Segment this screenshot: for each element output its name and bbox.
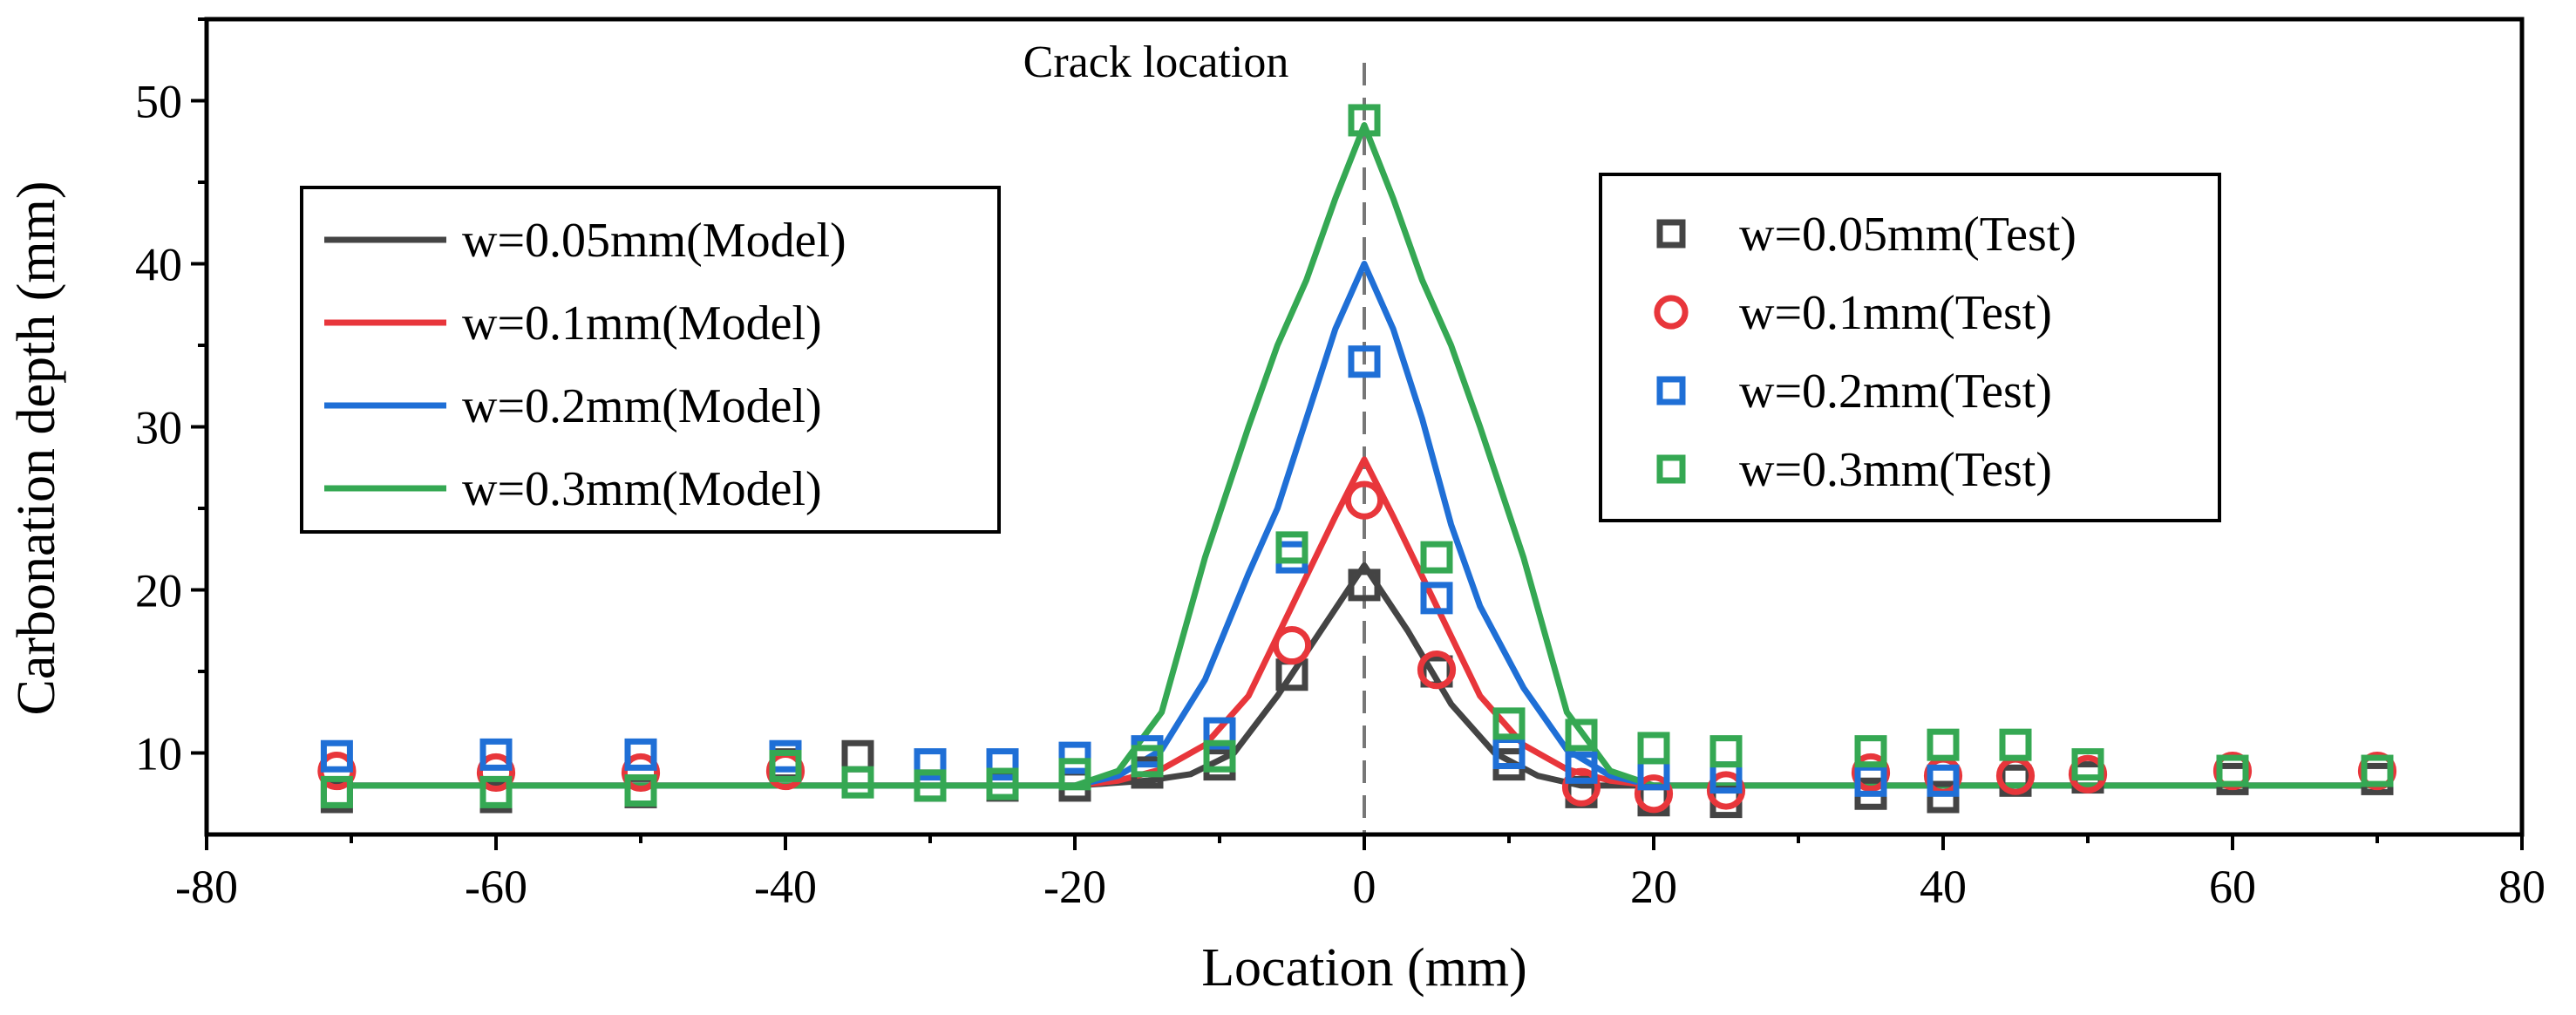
test-point-2-1 [479, 738, 513, 771]
legend-test-label-0: w=0.05mm(Test) [1739, 208, 2076, 262]
legend-model-label-3: w=0.3mm(Model) [462, 462, 822, 516]
test-point-3-19 [1999, 728, 2032, 761]
test-point-3-7 [1058, 758, 1091, 791]
test-point-2-6 [1058, 741, 1091, 774]
legend-model-label-0: w=0.05mm(Model) [462, 214, 846, 268]
test-point-3-4 [841, 766, 874, 799]
legend-test-label-3: w=0.3mm(Test) [1739, 443, 2052, 497]
y-tick-label-3: 40 [135, 239, 182, 291]
test-point-1-2 [621, 753, 661, 793]
test-point-3-16 [1709, 735, 1743, 768]
x-tick-label-4: 0 [1353, 861, 1376, 913]
legend-test-label-1: w=0.1mm(Test) [1739, 286, 2052, 340]
x-axis-title: Location (mm) [1201, 938, 1527, 998]
test-point-3-10 [1275, 531, 1308, 564]
test-point-1-1 [476, 753, 516, 793]
test-point-3-9 [1203, 739, 1236, 773]
test-point-1-13 [2068, 754, 2108, 794]
test-point-2-8 [1203, 717, 1236, 750]
test-point-3-17 [1854, 735, 1887, 768]
x-tick-label-0: -80 [175, 861, 238, 913]
test-point-3-20 [2071, 748, 2104, 781]
legend-model: w=0.05mm(Model) w=0.1mm(Model) w=0.2mm(Mod… [300, 186, 1001, 534]
test-point-1-4 [1272, 625, 1312, 665]
y-axis-title: Carbonation depth (mm) [7, 181, 66, 716]
test-point-3-8 [1131, 745, 1164, 778]
test-point-2-5 [986, 748, 1019, 781]
test-point-2-4 [914, 748, 947, 781]
legend-model-frame [300, 186, 1001, 534]
test-point-2-17 [1927, 764, 1960, 797]
x-tick-label-8: 80 [2498, 861, 2545, 913]
test-point-3-2 [624, 774, 657, 807]
test-point-2-10 [1348, 345, 1381, 378]
legend-test-marker-0 [1656, 219, 1686, 249]
test-point-2-0 [320, 739, 353, 773]
y-tick-label-4: 50 [135, 76, 182, 128]
x-tick-label-5: 20 [1630, 861, 1677, 913]
test-point-2-2 [624, 738, 657, 771]
test-point-2-11 [1420, 582, 1453, 615]
test-point-3-6 [986, 767, 1019, 800]
axes-layer: -80 -60 -40 -20 0 20 40 60 80 10 20 30 40 50 [135, 17, 2545, 913]
test-point-3-21 [2216, 754, 2249, 787]
legend-test: w=0.05mm(Test) w=0.1mm(Test) w=0.2mm(Test)… [1599, 173, 2221, 522]
legend-test-frame [1599, 173, 2221, 522]
test-point-1-9 [1706, 771, 1746, 810]
test-point-3-5 [914, 769, 947, 802]
test-point-2-12 [1492, 737, 1526, 769]
model-line-3 [351, 122, 2377, 789]
test-point-3-18 [1927, 728, 1960, 761]
x-tick-label-1: -60 [465, 861, 527, 913]
crack-location-annotation: Crack location [1023, 37, 1289, 87]
test-point-1-5 [1344, 480, 1384, 520]
x-tick-label-6: 40 [1920, 861, 1967, 913]
y-tick-label-0: 10 [135, 728, 182, 780]
test-point-0-4 [841, 739, 874, 773]
test-point-1-10 [1851, 753, 1891, 793]
test-point-3-1 [479, 775, 513, 808]
test-point-1-14 [2212, 751, 2253, 791]
legend-test-marker-1 [1654, 295, 1689, 330]
legend-model-label-2: w=0.2mm(Model) [462, 379, 822, 433]
test-point-3-0 [320, 775, 353, 808]
test-point-1-7 [1561, 767, 1601, 807]
test-point-1-0 [317, 751, 357, 791]
y-tick-label-2: 30 [135, 402, 182, 454]
y-tick-label-1: 20 [135, 565, 182, 617]
test-point-3-11 [1348, 104, 1381, 137]
legend-test-label-2: w=0.2mm(Test) [1739, 364, 2052, 419]
marker-layer [317, 104, 2397, 819]
test-point-3-13 [1492, 707, 1526, 740]
test-point-3-14 [1565, 719, 1598, 752]
test-point-2-16 [1854, 764, 1887, 797]
test-point-3-12 [1420, 541, 1453, 574]
x-tick-label-7: 60 [2209, 861, 2256, 913]
x-tick-label-3: -20 [1043, 861, 1106, 913]
test-point-3-3 [769, 749, 802, 782]
test-point-0-11 [1348, 569, 1381, 602]
test-point-1-6 [1417, 651, 1457, 690]
legend-model-label-1: w=0.1mm(Model) [462, 296, 822, 351]
test-point-2-9 [1275, 541, 1308, 574]
test-point-0-18 [1927, 780, 1960, 814]
test-point-3-22 [2361, 754, 2394, 787]
test-point-1-8 [1634, 774, 1674, 814]
test-point-1-15 [2357, 751, 2397, 791]
test-point-3-15 [1637, 732, 1670, 765]
legend-test-marker-2 [1656, 376, 1686, 405]
x-tick-label-2: -40 [754, 861, 817, 913]
test-point-2-13 [1565, 751, 1598, 784]
legend-test-marker-3 [1656, 454, 1686, 484]
